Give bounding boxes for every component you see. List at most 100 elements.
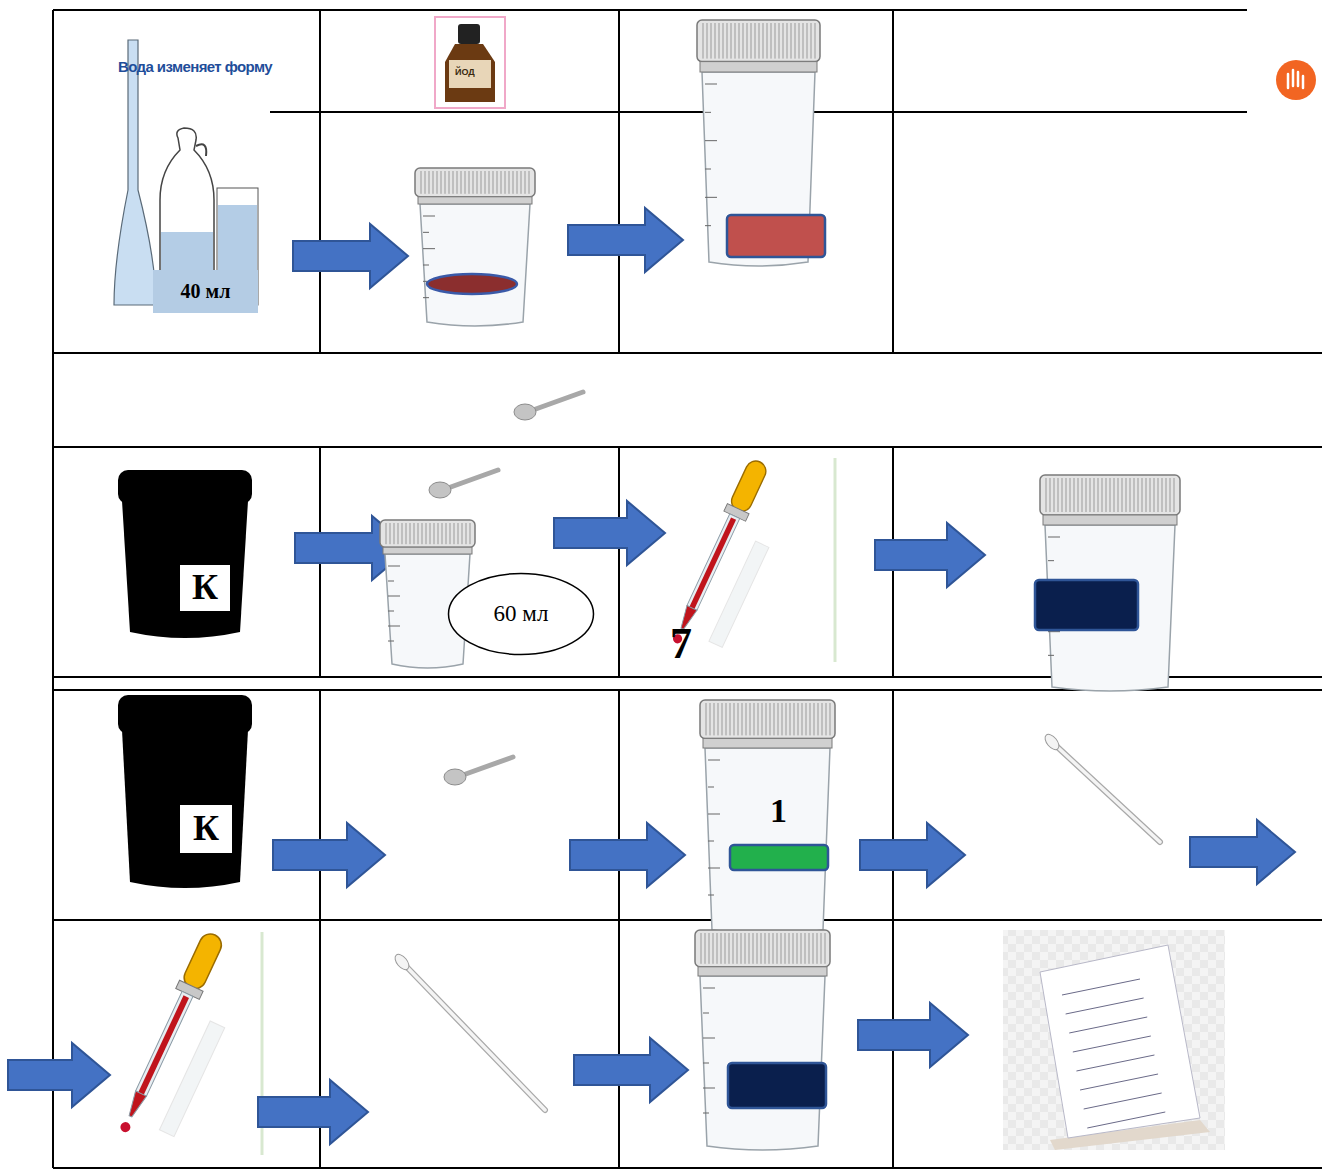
scale-tick — [705, 225, 711, 226]
lid-ridge — [429, 171, 430, 194]
lid-ridge — [1074, 478, 1075, 512]
lid-ridge — [441, 171, 442, 194]
scale-tick — [705, 84, 717, 85]
lid-ridge — [787, 23, 788, 59]
scale-tick — [703, 1088, 715, 1089]
lid-ridge — [814, 703, 815, 735]
lid-ridge — [470, 523, 471, 544]
lid-ridge — [771, 23, 772, 59]
lid-ridge — [529, 171, 530, 194]
grid-line — [319, 690, 321, 920]
cup-rim — [700, 62, 817, 72]
lid-ridge — [714, 703, 715, 735]
lid-ridge — [759, 23, 760, 59]
letter-label: К — [180, 805, 232, 853]
lid-ridge — [493, 171, 494, 194]
lid-ridge — [473, 171, 474, 194]
lid-ridge — [786, 703, 787, 735]
lid-ridge — [1110, 478, 1111, 512]
lid-ridge — [737, 933, 738, 964]
lid-ridge — [798, 703, 799, 735]
flow-arrow — [293, 224, 408, 288]
lid-ridge — [433, 171, 434, 194]
scale-tick — [705, 112, 711, 113]
scale-tick — [708, 895, 714, 896]
lid-ridge — [1154, 478, 1155, 512]
lid-ridge — [793, 933, 794, 964]
paper-sheet — [1003, 930, 1225, 1150]
lid-ridge — [730, 703, 731, 735]
lid-ridge — [453, 171, 454, 194]
node-text: 60 мл — [491, 602, 551, 626]
lid-ridge — [485, 171, 486, 194]
scale-tick — [708, 841, 714, 842]
cup-rim — [383, 547, 472, 554]
jug-handle — [196, 144, 206, 156]
lid-ridge — [442, 523, 443, 544]
lid-ridge — [1146, 478, 1147, 512]
lid-ridge — [726, 703, 727, 735]
grid-line — [319, 920, 321, 1168]
lid-ridge — [1158, 478, 1159, 512]
grid-line — [618, 690, 620, 920]
lid-ridge — [721, 933, 722, 964]
lid-ridge — [497, 171, 498, 194]
liquid — [427, 274, 517, 294]
lid-ridge — [1174, 478, 1175, 512]
spoon-count: 1 — [770, 794, 787, 828]
lid-ridge — [1078, 478, 1079, 512]
scale-tick — [703, 1013, 709, 1014]
volume-ellipse: 60 мл — [447, 572, 595, 656]
lid-ridge — [1142, 478, 1143, 512]
pipette-liquid — [689, 518, 736, 610]
lid-ridge — [813, 933, 814, 964]
lid-ridge — [754, 703, 755, 735]
lid-ridge — [458, 523, 459, 544]
lid-ridge — [795, 23, 796, 59]
grid-line — [618, 920, 620, 1168]
grid-line — [319, 10, 321, 353]
lid-ridge — [1062, 478, 1063, 512]
flow-arrow — [860, 823, 965, 887]
lid-ridge — [738, 703, 739, 735]
lid-ridge — [1106, 478, 1107, 512]
lid-ridge — [477, 171, 478, 194]
lid-ridge — [465, 171, 466, 194]
vessels — [114, 40, 258, 305]
lid-ridge — [525, 171, 526, 194]
measuring-spoon — [429, 470, 498, 498]
lid-ridge — [1126, 478, 1127, 512]
jar-body — [122, 501, 248, 638]
lid-ridge — [803, 23, 804, 59]
scale-tick — [708, 760, 720, 761]
lid-ridge — [729, 933, 730, 964]
grid-line — [53, 919, 1322, 921]
lid-ridge — [830, 703, 831, 735]
lid-ridge — [703, 23, 704, 59]
pipette-tube — [136, 991, 193, 1096]
lid-ridge — [718, 703, 719, 735]
spoon-bowl — [429, 482, 451, 498]
lid-ridge — [421, 171, 422, 194]
lid-ridge — [773, 933, 774, 964]
lid-ridge — [513, 171, 514, 194]
lid-ridge — [390, 523, 391, 544]
lid-ridge — [802, 703, 803, 735]
lid-ridge — [794, 703, 795, 735]
lid-ridge — [735, 23, 736, 59]
lid-ridge — [777, 933, 778, 964]
jar-body — [122, 730, 248, 888]
liquid — [730, 845, 828, 870]
scale-tick — [423, 265, 429, 266]
lid-ridge — [733, 933, 734, 964]
lid-ridge — [707, 23, 708, 59]
jar-lid — [118, 470, 252, 504]
lid-ridge — [1082, 478, 1083, 512]
volume-box: 40 мл — [153, 270, 258, 313]
letter-label: К — [180, 565, 230, 611]
specimen-cup — [415, 168, 535, 326]
lid-ridge — [821, 933, 822, 964]
lid-ridge — [449, 171, 450, 194]
lid-ridge — [817, 933, 818, 964]
